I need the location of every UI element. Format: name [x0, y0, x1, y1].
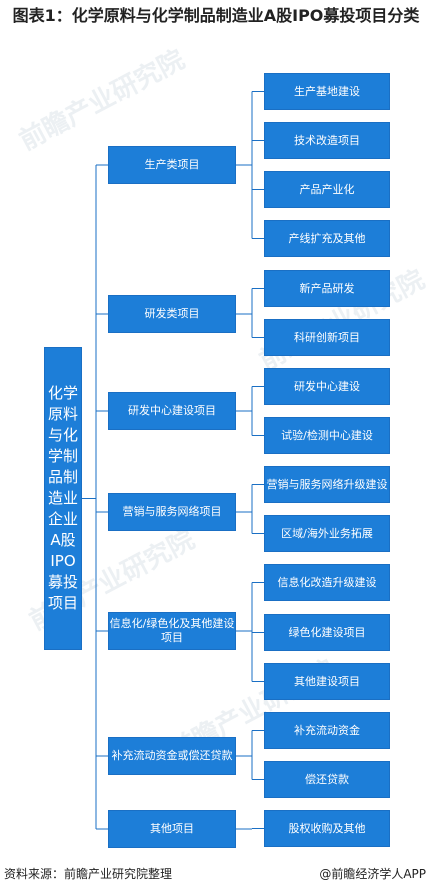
category-node: 营销与服务网络项目	[108, 493, 236, 531]
leaf-node: 补充流动资金	[264, 712, 390, 749]
category-node: 生产类项目	[108, 146, 236, 184]
leaf-node: 科研创新项目	[264, 319, 390, 356]
category-node: 信息化/绿色化及其他建设项目	[108, 612, 236, 650]
category-node: 其他项目	[108, 810, 236, 848]
diagram-title: 图表1：化学原料与化学制品制造业A股IPO募投项目分类	[12, 6, 420, 25]
leaf-node: 产线扩充及其他	[264, 220, 390, 257]
category-node: 补充流动资金或偿还贷款	[108, 737, 236, 775]
leaf-node: 偿还贷款	[264, 761, 390, 798]
leaf-node: 股权收购及其他	[264, 810, 390, 847]
leaf-node: 新产品研发	[264, 270, 390, 307]
leaf-node: 其他建设项目	[264, 663, 390, 700]
leaf-node: 绿色化建设项目	[264, 614, 390, 651]
leaf-node: 试验/检测中心建设	[264, 417, 390, 454]
leaf-node: 区域/海外业务拓展	[264, 515, 390, 552]
source-note: 资料来源：前瞻产业研究院整理	[4, 867, 173, 881]
leaf-node: 营销与服务网络升级建设	[264, 466, 390, 503]
root-node: 化学原料与化学制品制造业企业A股IPO募投项目	[44, 347, 82, 650]
category-node: 研发中心建设项目	[108, 392, 236, 430]
leaf-node: 研发中心建设	[264, 368, 390, 405]
leaf-node: 技术改造项目	[264, 122, 390, 159]
brand-label: @前瞻经济学人APP	[319, 867, 426, 881]
category-node: 研发类项目	[108, 295, 236, 333]
leaf-node: 信息化改造升级建设	[264, 564, 390, 601]
leaf-node: 产品产业化	[264, 171, 390, 208]
leaf-node: 生产基地建设	[264, 73, 390, 110]
